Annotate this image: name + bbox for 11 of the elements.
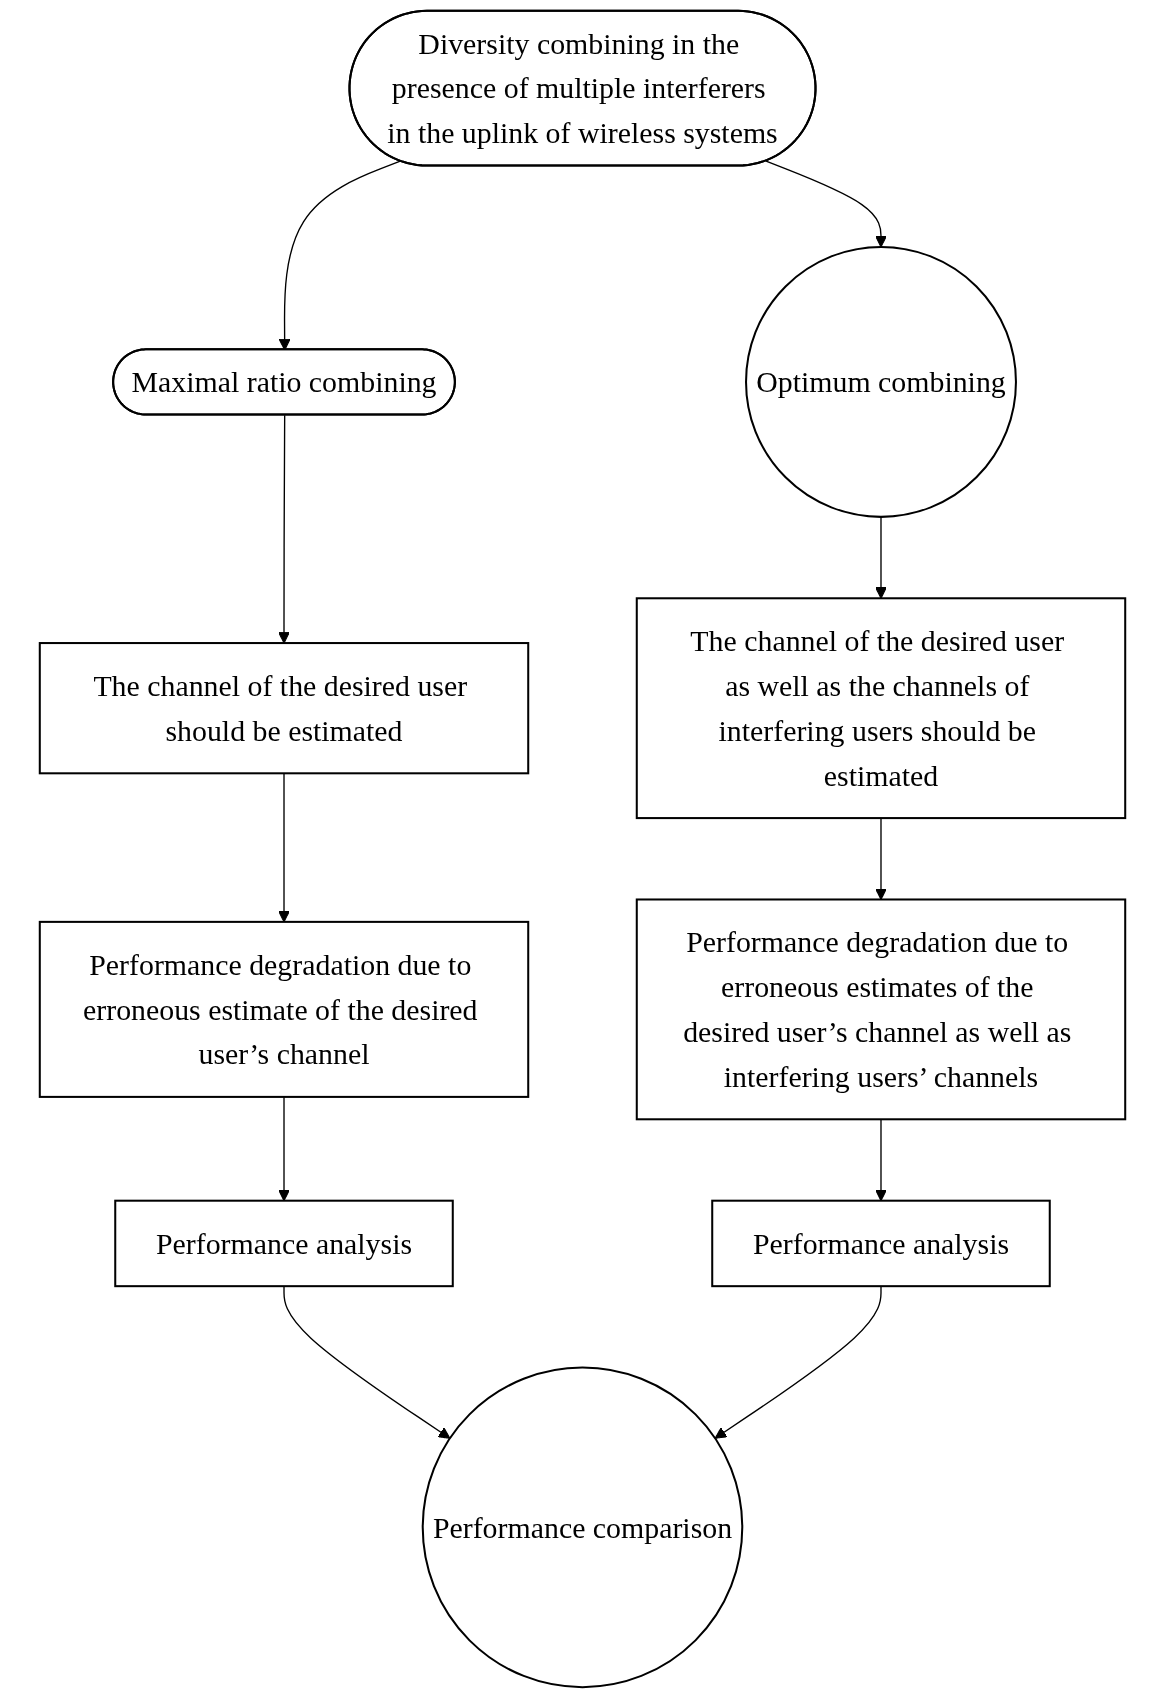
node-box: The channel of the desired user should be estimated [38,642,530,775]
node-box: Performance analysis [711,1199,1051,1288]
arrow [765,160,887,248]
node-circle: Optimum combining [745,245,1017,518]
node-box: The channel of the desired user as well as the channels of interfering users should be estimated [635,597,1127,820]
node-box: Performance analysis [114,1199,454,1288]
arrow [278,414,290,644]
node-circle: Performance comparison [421,1366,744,1689]
node-box: Performance degradation due to erroneous estimates of the desired user’s channel as well as interfering users’ channels [635,898,1127,1121]
arrow [875,516,887,599]
node-box: Performance degradation due to erroneous estimate of the desired user’s channel [38,920,530,1098]
